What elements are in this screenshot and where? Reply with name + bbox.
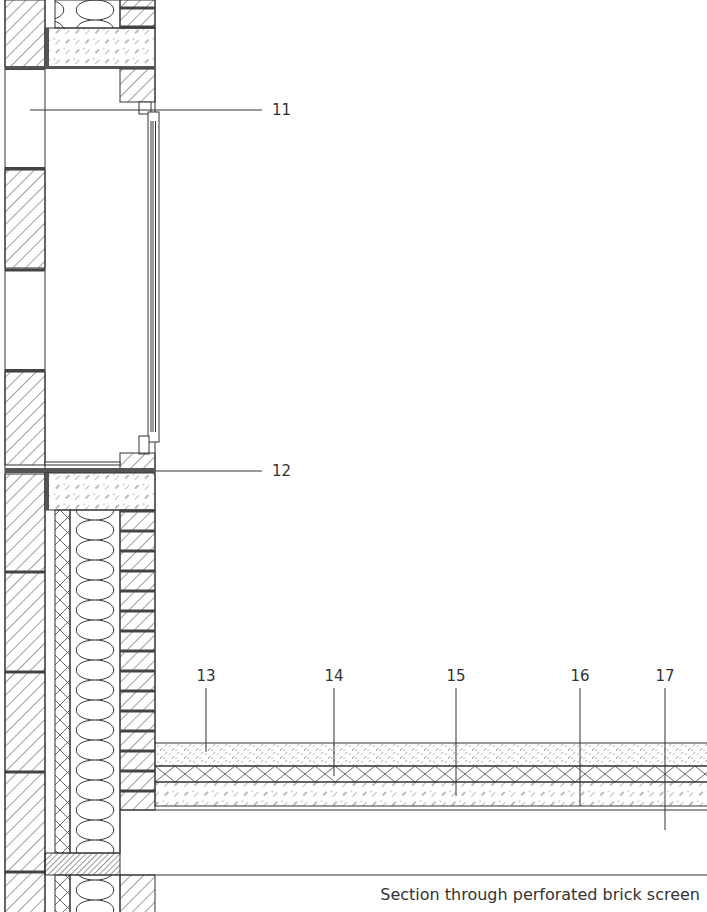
callout-number: 14 <box>324 669 343 684</box>
callout-number: 16 <box>570 669 589 684</box>
callout-number: 17 <box>655 669 674 684</box>
caption: Section through perforated brick screen <box>378 887 702 903</box>
callout-number: 13 <box>196 669 215 684</box>
callout-number: 15 <box>446 669 465 684</box>
callout-number: 11 <box>272 103 291 118</box>
callout-number: 12 <box>272 464 291 479</box>
